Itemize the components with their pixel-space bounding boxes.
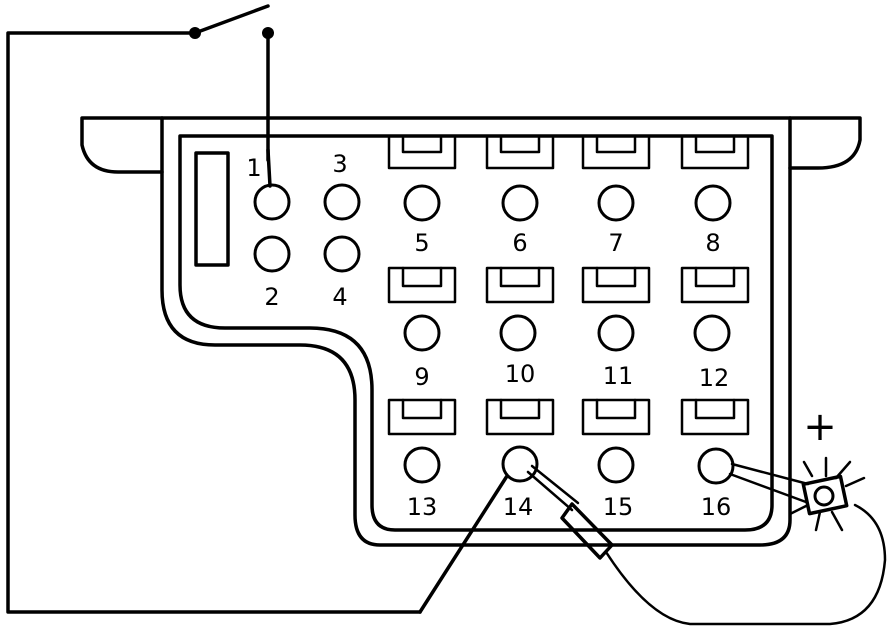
ground-lead: [418, 474, 509, 614]
fuse-clips: [387, 136, 750, 436]
socket-label-10: 10: [505, 360, 536, 388]
socket-6: 6: [501, 184, 539, 257]
socket-label-6: 6: [512, 229, 527, 257]
fuse-clip: [387, 136, 457, 170]
socket-3: 3: [323, 150, 361, 221]
socket-label-2: 2: [264, 283, 279, 311]
socket-12: 12: [693, 314, 731, 392]
socket-9: 9: [403, 314, 441, 391]
fuse-clip: [581, 266, 651, 304]
fuse-clip: [387, 398, 457, 436]
socket-14: 14: [501, 445, 539, 521]
socket-16: 16: [697, 447, 735, 521]
socket-13: 13: [403, 446, 441, 521]
fuse-clip: [680, 398, 750, 436]
socket-label-13: 13: [407, 493, 438, 521]
socket-label-15: 15: [603, 493, 634, 521]
socket-label-3: 3: [332, 150, 347, 178]
fuse-clip: [680, 266, 750, 304]
socket-label-16: 16: [701, 493, 732, 521]
socket-label-12: 12: [699, 364, 730, 392]
socket-8: 8: [694, 184, 732, 257]
socket-15: 15: [597, 446, 635, 521]
socket-label-8: 8: [705, 229, 720, 257]
socket-label-14: 14: [503, 493, 534, 521]
fuse-clip: [387, 266, 457, 304]
fuse-clip: [680, 136, 750, 170]
socket-label-7: 7: [608, 229, 623, 257]
socket-label-4: 4: [332, 283, 347, 311]
fuse-box-housing: [80, 116, 862, 547]
switch-lead: [266, 148, 272, 188]
socket-4: 4: [323, 235, 361, 311]
test-lamp-icon: +: [728, 404, 866, 532]
fuse-clip: [581, 136, 651, 170]
fuse-clip: [485, 136, 555, 170]
fuse-clip: [485, 398, 555, 436]
socket-10: 10: [499, 314, 537, 388]
socket-2: 2: [253, 235, 291, 311]
switch-icon: [6, 4, 422, 614]
socket-11: 11: [597, 314, 635, 390]
socket-label-1: 1: [246, 154, 261, 182]
socket-label-5: 5: [414, 229, 429, 257]
lamp-polarity-label: +: [803, 404, 837, 450]
socket-label-11: 11: [603, 362, 634, 390]
socket-5: 5: [403, 184, 441, 257]
fuse-clip: [485, 266, 555, 304]
socket-1: 1: [246, 154, 291, 221]
test-probe-icon: [526, 464, 887, 626]
fuse-clip: [581, 398, 651, 436]
socket-label-9: 9: [414, 363, 429, 391]
socket-7: 7: [597, 184, 635, 257]
